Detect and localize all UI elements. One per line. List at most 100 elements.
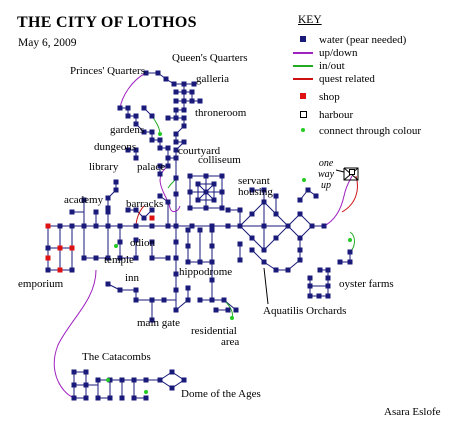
room-node [321, 223, 327, 229]
room-node [203, 189, 209, 195]
room-node [93, 223, 99, 229]
room-node [181, 115, 187, 121]
room-node [219, 205, 225, 211]
room-node [163, 76, 169, 82]
room-node [181, 89, 187, 95]
room-node [161, 297, 167, 303]
label-servant: servant [238, 175, 270, 187]
room-node [141, 105, 147, 111]
room-node [173, 98, 179, 104]
room-node [213, 307, 219, 313]
room-node [71, 369, 77, 375]
connect-dot [230, 316, 234, 320]
key-label: connect through colour [319, 124, 422, 137]
room-node [105, 255, 111, 261]
room-node [325, 283, 331, 289]
label-barracks: barracks [126, 198, 164, 210]
room-node [155, 70, 161, 76]
one-way-line3: up [321, 180, 332, 191]
path-segment [152, 299, 177, 310]
room-node [191, 81, 197, 87]
room-node [69, 223, 75, 229]
room-node [297, 247, 303, 253]
key-swatch [293, 110, 313, 119]
room-node [173, 287, 179, 293]
room-node [307, 293, 313, 299]
room-node [113, 179, 119, 185]
room-node [237, 257, 243, 263]
room-node [83, 395, 89, 401]
room-node [173, 155, 179, 161]
path-segment [175, 125, 185, 143]
room-node [131, 395, 137, 401]
room-node [165, 145, 171, 151]
label-academy: academy [64, 194, 104, 206]
path-segment [97, 379, 111, 399]
room-node [149, 223, 155, 229]
room-node [195, 181, 201, 187]
label-queens-quarters: Queen's Quarters [172, 52, 248, 64]
room-node [133, 155, 139, 161]
key-item: shop [293, 90, 340, 103]
room-node [133, 113, 139, 119]
path-segment [310, 269, 329, 297]
room-node [317, 267, 323, 273]
room-node [219, 173, 225, 179]
harbour-node [349, 169, 355, 175]
room-node [347, 249, 353, 255]
room-node [165, 255, 171, 261]
room-node [71, 382, 77, 388]
room-node [249, 235, 255, 241]
room-node [125, 113, 131, 119]
room-node [209, 227, 215, 233]
label-hippodrome: hippodrome [179, 266, 233, 278]
room-node [105, 195, 111, 201]
room-node [69, 209, 75, 215]
room-node [165, 223, 171, 229]
room-node [165, 155, 171, 161]
room-node [181, 107, 187, 113]
room-node [45, 245, 51, 251]
updown-route [53, 269, 97, 399]
room-node [171, 81, 177, 87]
room-node [45, 267, 51, 273]
room-node [169, 369, 175, 375]
room-node [173, 255, 179, 261]
room-node [133, 237, 139, 243]
room-node [209, 259, 215, 265]
path-segment [107, 182, 117, 208]
room-node [225, 307, 231, 313]
room-node [173, 147, 179, 153]
room-node [181, 377, 187, 383]
room-node [185, 297, 191, 303]
key-swatch [293, 61, 313, 70]
room-node [325, 267, 331, 273]
room-node [113, 187, 119, 193]
one-way-up-note: one way up [318, 158, 334, 191]
connect-dot [348, 238, 352, 242]
room-node [133, 121, 139, 127]
room-node [173, 115, 179, 121]
updown-route [119, 72, 147, 109]
room-node [165, 163, 171, 169]
room-node [261, 223, 267, 229]
signature: Asara Eslofe [384, 406, 441, 418]
room-node [285, 267, 291, 273]
room-node [157, 193, 163, 199]
shop-node [149, 215, 155, 221]
one-way-line2: way [318, 169, 335, 180]
path-segment [251, 249, 288, 271]
room-node [187, 205, 193, 211]
shop-node [69, 245, 75, 251]
label-courtyard: courtyard [178, 145, 221, 157]
room-node [133, 287, 139, 293]
label-galleria: galleria [196, 73, 229, 85]
key-swatch [293, 35, 313, 44]
room-node [316, 293, 322, 299]
room-node [309, 223, 315, 229]
room-node [189, 98, 195, 104]
room-node [249, 211, 255, 217]
room-node [57, 223, 63, 229]
room-node [297, 257, 303, 263]
room-node [237, 207, 243, 213]
